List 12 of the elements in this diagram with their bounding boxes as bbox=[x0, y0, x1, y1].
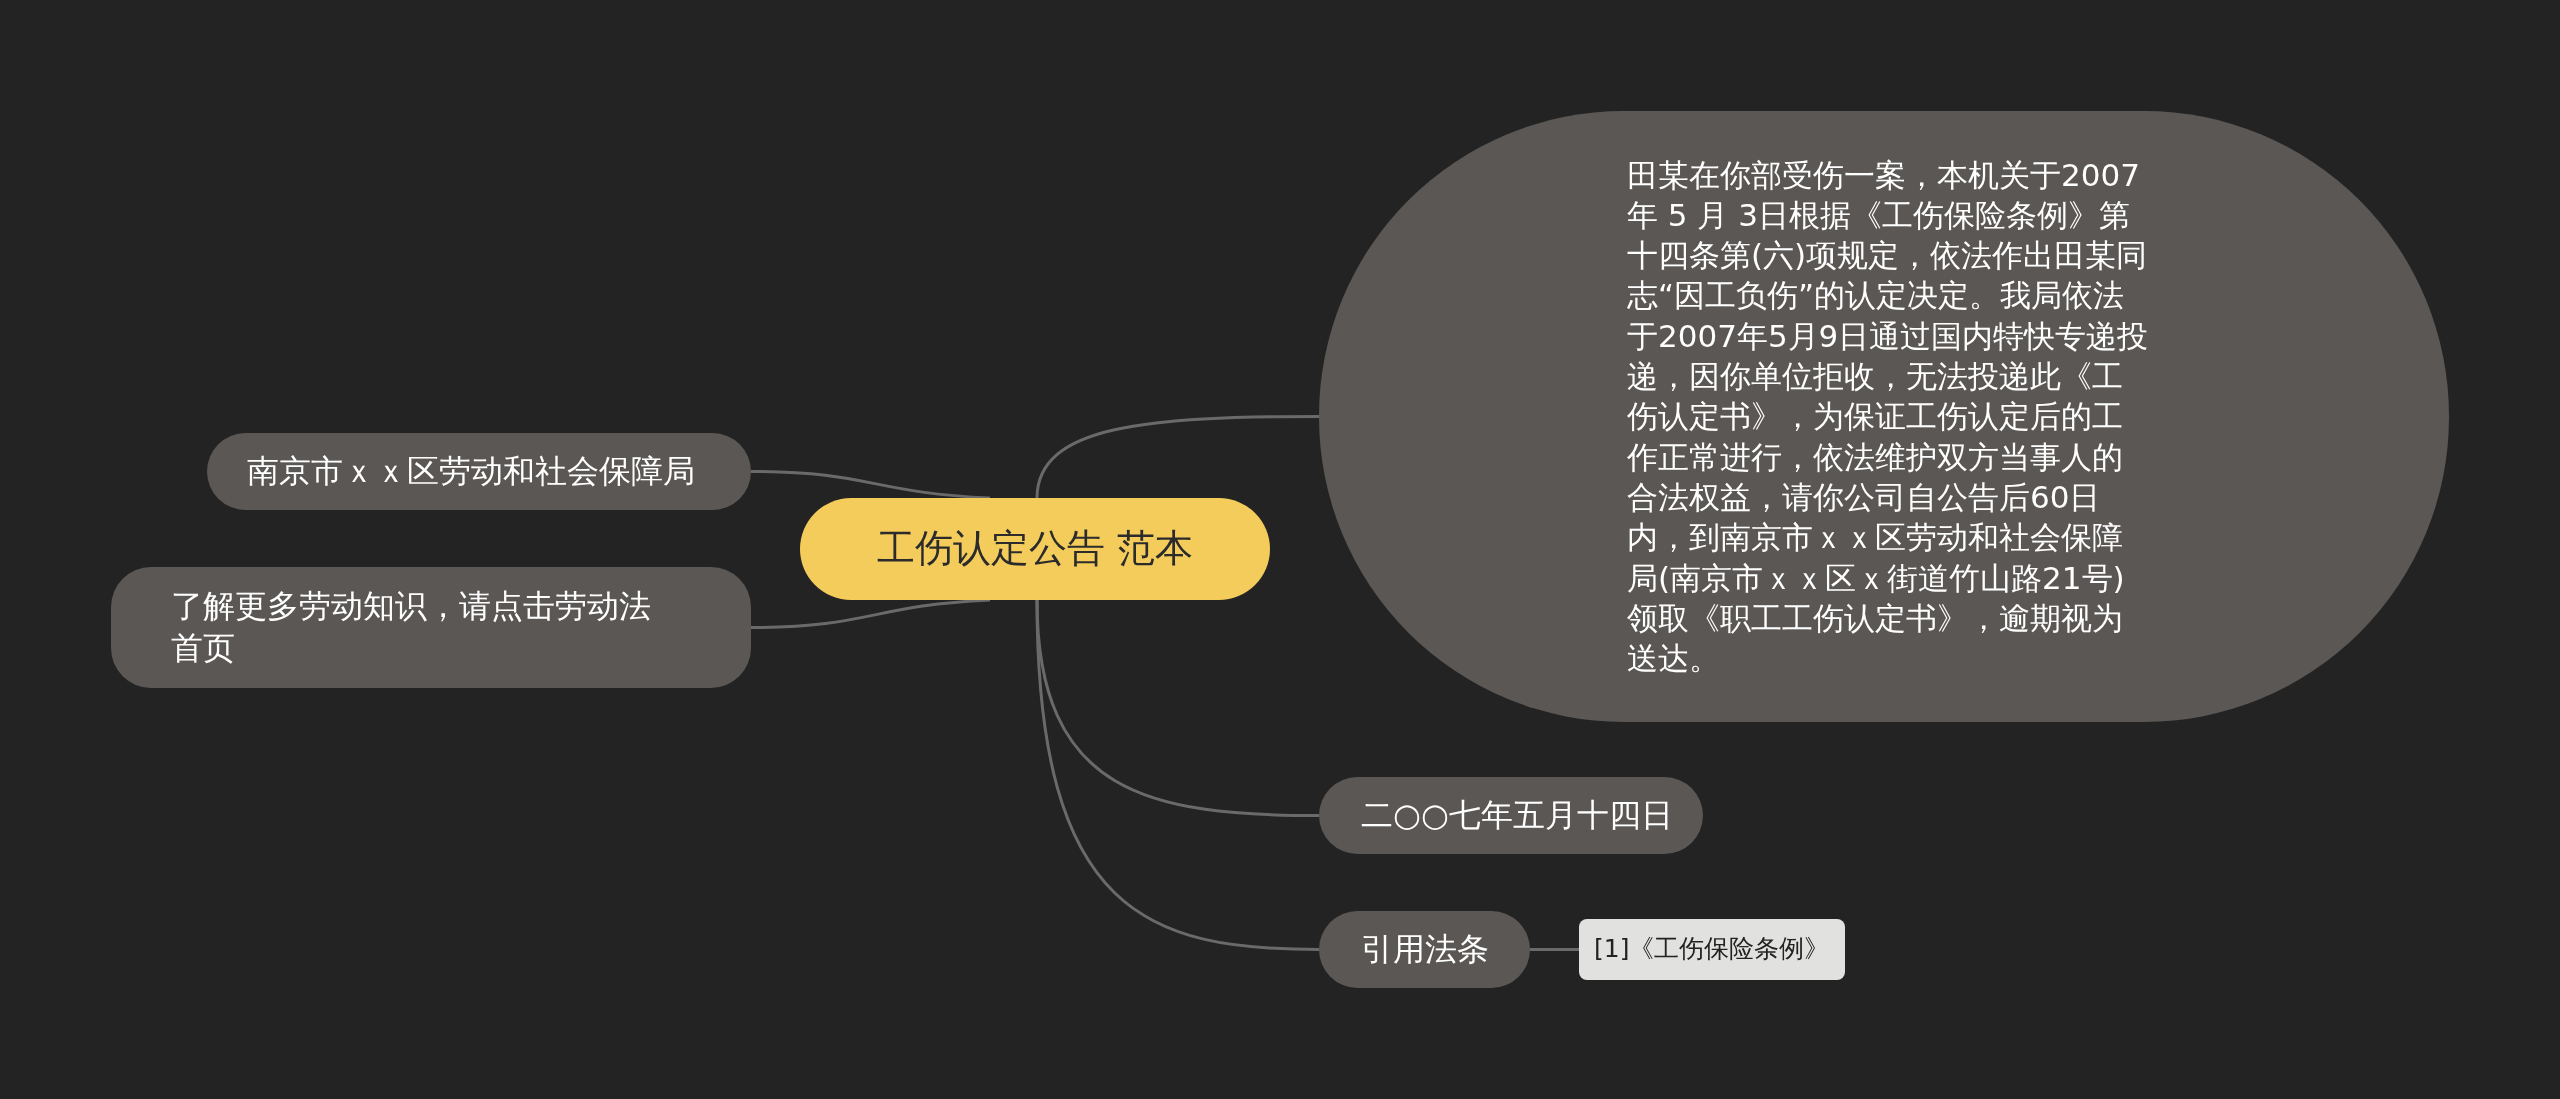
note-bubble: 田某在你部受伤一案，本机关于2007 年 5 月 3日根据《工伤保险条例》第十四条第(六)项规定，依法作出田某同志“因工负伤”的认定决定。我局依法于2007年5月9日通过国内特快专递投递，因你单位拒收，无法投递此《工伤认定书》，为保证工伤认定后的工作正常进行，依法维护双方当事人的合法权益，请你公司自公告后60日内，到南京市ｘｘ区劳动和社会保障局(南京市ｘｘ区ｘ街道竹山路21号)领取《职工工伤认定书》，逾期视为送达。 bbox=[1319, 111, 2449, 722]
connector bbox=[1530, 948, 1579, 951]
reference-box: [1]《工伤保险条例》 bbox=[1579, 919, 1845, 980]
connector bbox=[750, 470, 991, 500]
topic-box: 工伤认定公告 范本 bbox=[800, 498, 1270, 600]
connector bbox=[1035, 415, 1319, 499]
topic-box: 南京市ｘｘ区劳动和社会保障局 bbox=[207, 433, 751, 510]
connector bbox=[750, 598, 991, 629]
topic-box: 二○○七年五月十四日 bbox=[1319, 777, 1703, 854]
topic-box: 引用法条 bbox=[1319, 911, 1530, 988]
topic-box: 了解更多劳动知识，请点击劳动法首页 bbox=[111, 567, 751, 688]
connector bbox=[1035, 599, 1320, 951]
